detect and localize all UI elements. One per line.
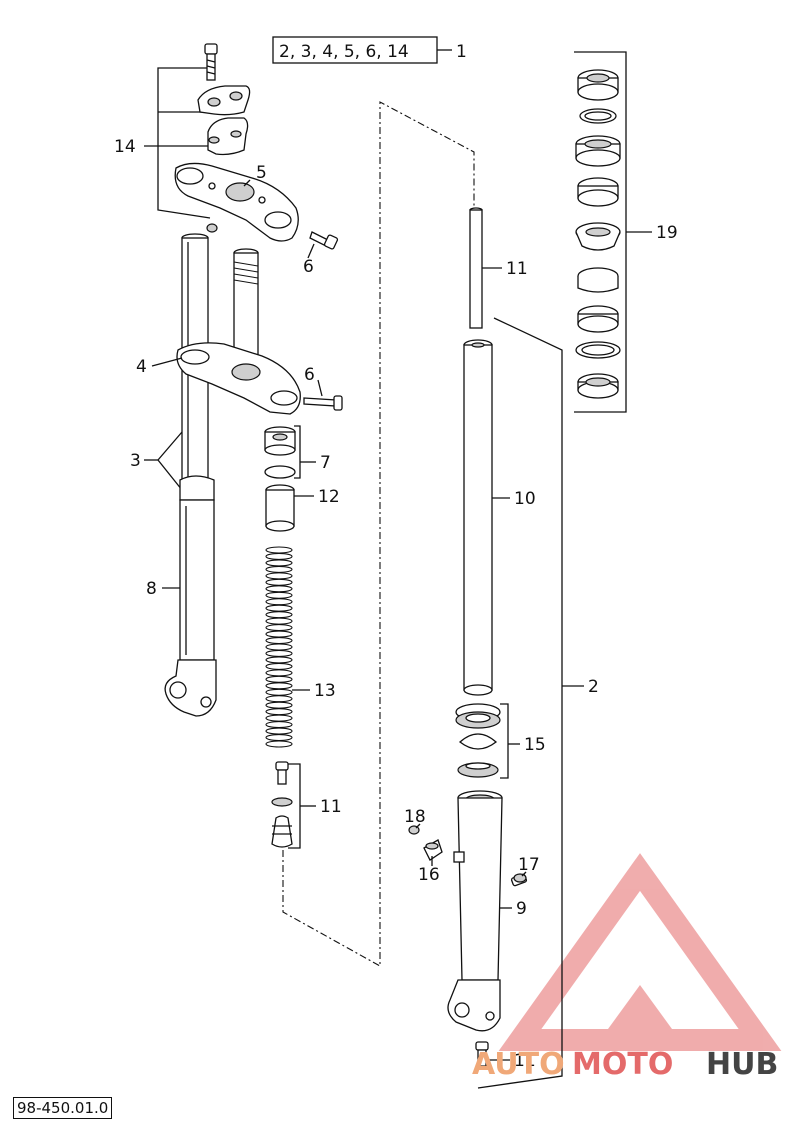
small-nut [206,223,218,233]
label-14: 14 [114,137,136,157]
label-11-rod: 11 [506,259,528,279]
label-13: 13 [314,681,336,701]
bracket-15 [500,703,509,779]
damper-bolt-set [271,761,316,849]
label-17: 17 [518,855,540,875]
handlebar-clamp-lower [207,117,249,156]
bearing-nut [577,69,619,101]
handlebar-clamp-upper [197,85,251,116]
leader-4 [151,357,183,367]
damper-rod [469,207,483,329]
watermark-text: AUTO MOTO HUB [472,1047,778,1082]
reference-code: 98-450.01.0 [13,1097,113,1119]
label-18: 18 [404,807,426,827]
label-19: 19 [656,223,678,243]
label-9: 9 [516,899,527,919]
dust-seal [575,135,621,167]
lower-triple-clamp [176,342,301,415]
fork-spring [265,546,293,748]
watermark-auto: AUTO [472,1047,565,1082]
fork-cap [264,426,296,479]
leader-17 [521,871,527,877]
leader-5 [243,179,251,187]
leader-18 [415,823,421,829]
bracket-2 [477,317,563,1089]
seal-ring [575,341,621,359]
upper-triple-clamp [174,162,299,242]
leader-6b [317,379,323,397]
screw-17 [510,873,528,887]
label-11-bottom: 11 [514,1051,536,1071]
roller-bearing-lower [577,305,619,333]
bracket-7 [294,425,301,479]
label-1: 1 [456,42,467,62]
kit-box: 2, 3, 4, 5, 6, 14 1 [272,36,467,64]
watermark-logo [498,853,782,1051]
label-16: 16 [418,865,440,885]
label-4: 4 [136,357,147,377]
bracket-3 [157,431,183,491]
bearing-cup-upper [575,222,621,251]
valve-16 [423,839,443,861]
inner-fork-tube [463,339,493,696]
bottom-seal [577,373,619,399]
spacer-tube [265,484,295,532]
roller-bearing-upper [577,177,619,207]
label-7: 7 [320,453,331,473]
kit-box-label: 2, 3, 4, 5, 6, 14 [279,42,409,62]
label-3: 3 [130,451,141,471]
pinch-bolt-lower [303,395,343,411]
watermark-hub: HUB [706,1047,778,1082]
pinch-bolt-upper [307,231,339,259]
label-5: 5 [256,163,267,183]
clamp-bolt [204,43,218,81]
label-12: 12 [318,487,340,507]
steering-stem [233,248,259,364]
label-6-lower: 6 [304,365,315,385]
label-11-damper: 11 [320,797,342,817]
label-2: 2 [588,677,599,697]
bottom-bolt [475,1041,489,1067]
label-15: 15 [524,735,546,755]
left-fork-slider [164,475,217,717]
label-6-upper: 6 [303,257,314,277]
assembly-line-left [282,101,475,967]
label-8: 8 [146,579,157,599]
bearing-cup-lower [577,267,619,293]
label-10: 10 [514,489,536,509]
right-fork-slider [447,790,503,1032]
seal-kit [455,703,501,778]
steering-bearing-stack [575,69,621,399]
watermark-moto: MOTO [572,1047,673,1082]
